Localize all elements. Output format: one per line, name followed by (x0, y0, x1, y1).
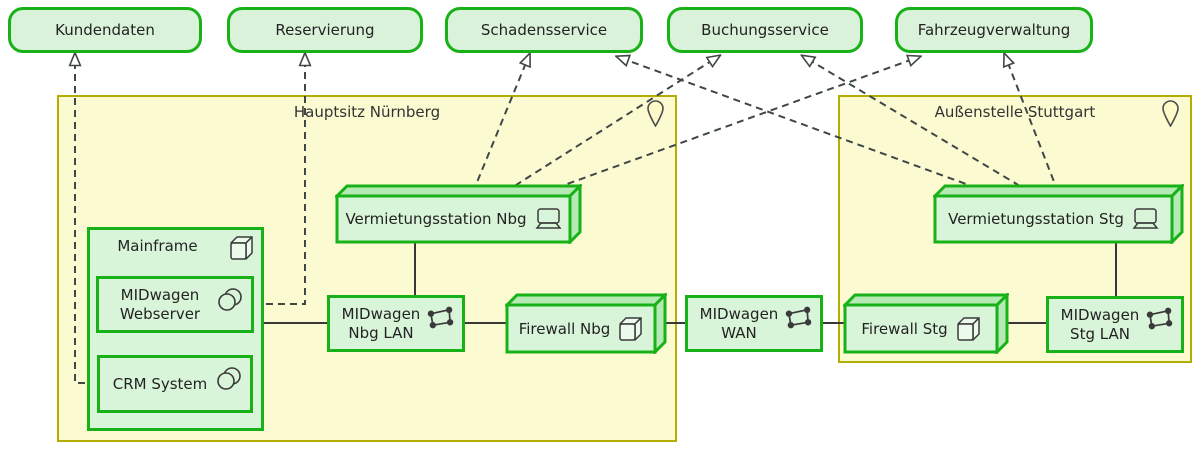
network-icon (785, 306, 813, 329)
service-label: Reservierung (275, 21, 375, 39)
realization-verm-stg-fahrzeugverwaltung[interactable] (1006, 58, 1059, 193)
realization-verm-nbg-buchungsservice[interactable] (504, 58, 716, 193)
node-webserver[interactable]: MIDwagen Webserver (96, 276, 254, 333)
service-kundendaten[interactable]: Kundendaten (8, 7, 202, 53)
node-cube-icon (229, 235, 254, 261)
service-label: Fahrzeugverwaltung (917, 21, 1071, 39)
realization-verm-nbg-fahrzeugverwaltung[interactable] (544, 58, 916, 193)
system-software-icon (216, 287, 244, 313)
node-label: MIDwagen Webserver (119, 285, 201, 323)
node-verm-nbg[interactable]: Vermietungsstation Nbg (335, 184, 582, 244)
realization-verm-stg-buchungsservice[interactable] (806, 58, 1031, 193)
device-icon (535, 208, 562, 230)
node-fw-nbg[interactable]: Firewall Nbg (505, 293, 667, 354)
realization-verm-stg-schadensservice[interactable] (621, 58, 989, 193)
service-buchungsservice[interactable]: Buchungsservice (667, 7, 863, 53)
node-lan-nbg[interactable]: MIDwagen Nbg LAN (327, 295, 465, 352)
location-title: Hauptsitz Nürnberg (293, 103, 441, 121)
location-pin-icon (647, 100, 664, 128)
realization-webserver-reservierung[interactable] (254, 58, 305, 305)
node-label: Mainframe (117, 237, 198, 255)
node-verm-stg[interactable]: Vermietungsstation Stg (933, 184, 1184, 244)
node-label: MIDwagen WAN (699, 304, 779, 342)
node-label: Vermietungsstation Stg (948, 210, 1124, 228)
node-cube-icon (956, 316, 981, 342)
service-label: Kundendaten (55, 21, 155, 39)
node-crm[interactable]: CRM System (97, 355, 253, 413)
service-label: Schadensservice (480, 21, 608, 39)
service-schadensservice[interactable]: Schadensservice (445, 7, 643, 53)
network-icon (427, 306, 455, 329)
node-fw-stg[interactable]: Firewall Stg (843, 293, 1009, 354)
node-wan[interactable]: MIDwagen WAN (685, 295, 823, 352)
location-pin-icon (1162, 100, 1179, 128)
realization-verm-nbg-schadensservice[interactable] (472, 58, 528, 193)
node-label: CRM System (112, 374, 208, 393)
node-label: Firewall Nbg (518, 319, 611, 338)
service-fahrzeugverwaltung[interactable]: Fahrzeugverwaltung (895, 7, 1093, 53)
device-icon (1132, 208, 1159, 230)
node-label: Vermietungsstation Nbg (345, 210, 527, 228)
service-label: Buchungsservice (701, 21, 829, 39)
node-label: MIDwagen Stg LAN (1060, 305, 1140, 343)
node-lan-stg[interactable]: MIDwagen Stg LAN (1046, 296, 1184, 353)
node-label: MIDwagen Nbg LAN (341, 304, 421, 342)
node-label: Firewall Stg (861, 319, 948, 338)
node-cube-icon (618, 316, 643, 342)
location-title: Außenstelle Stuttgart (934, 103, 1096, 121)
network-icon (1146, 307, 1174, 330)
service-reservierung[interactable]: Reservierung (227, 7, 423, 53)
system-software-icon (215, 366, 243, 392)
